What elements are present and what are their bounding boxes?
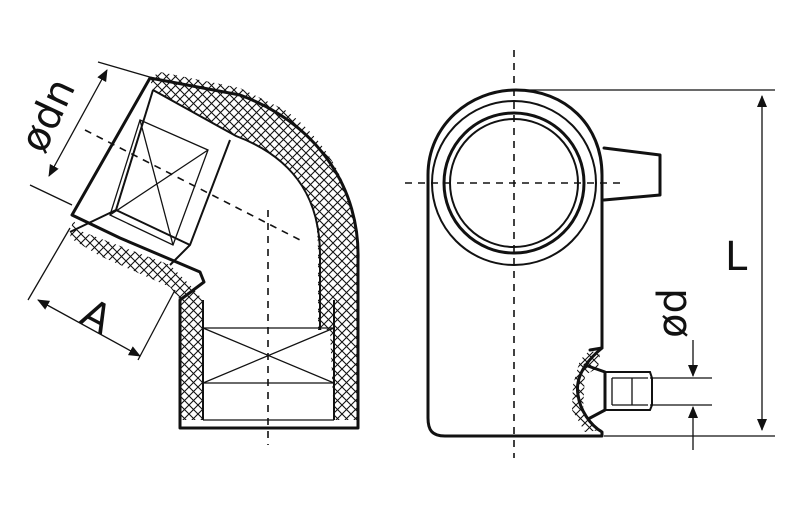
terminal-hatch (572, 350, 602, 432)
elbow-outer-contour (70, 76, 360, 430)
l-label: L (725, 234, 748, 280)
terminal-pin (605, 371, 653, 411)
d-label: ød (650, 288, 696, 338)
dn-label: ødn (11, 72, 84, 160)
terminal-housing (583, 346, 607, 420)
elbow-outer-wall (150, 72, 358, 420)
a-dimension-line (37, 299, 141, 357)
indicator-pin (602, 146, 662, 202)
a-label: A (73, 290, 119, 344)
elbow-section-view: ødn A (11, 61, 360, 445)
elbow-side-view: L ød (405, 50, 775, 458)
elbow-inner-wall (70, 218, 203, 420)
dn-dimension-line (48, 69, 108, 177)
elbow-inlet-centerline (84, 129, 301, 241)
